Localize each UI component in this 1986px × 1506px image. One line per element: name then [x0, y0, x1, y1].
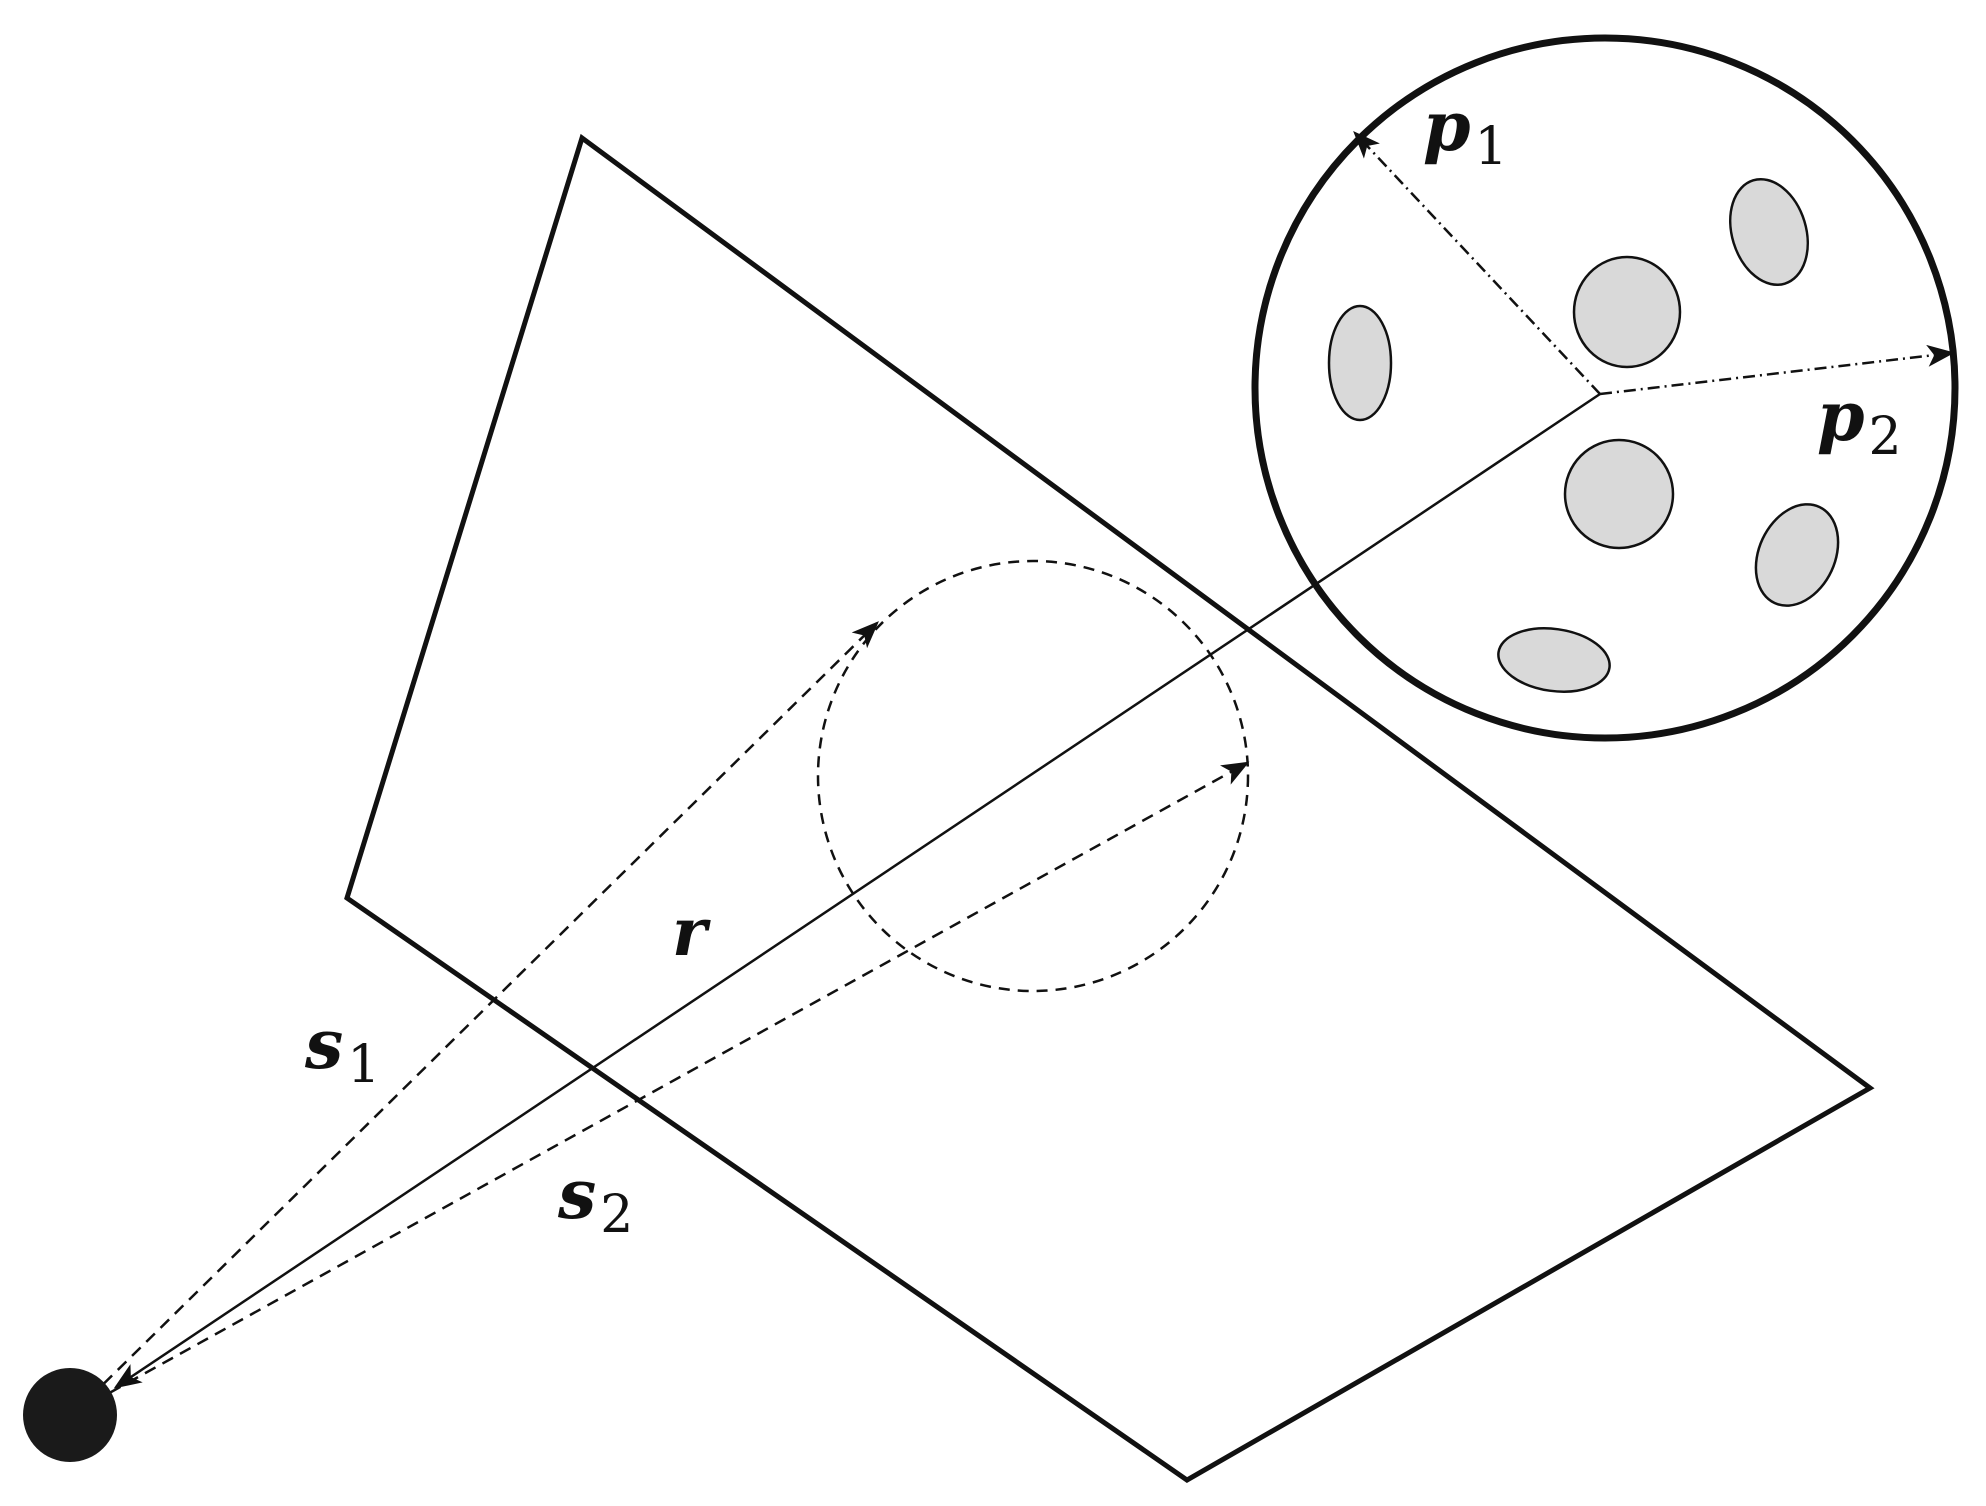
label-s1: s1	[304, 1005, 380, 1095]
dashed-ring	[816, 559, 1250, 993]
particle	[1327, 304, 1393, 422]
particle	[1572, 255, 1682, 369]
particle-group	[1327, 177, 1840, 693]
particle	[1754, 503, 1840, 607]
r-vector	[113, 392, 1601, 1389]
p2-arrow	[1599, 344, 1955, 396]
s1-vector	[74, 621, 879, 1413]
label-r: r	[672, 893, 711, 971]
label-p2: p2	[1817, 377, 1902, 467]
particle	[1563, 438, 1675, 550]
s2-vector	[74, 761, 1250, 1414]
p1-arrow	[1353, 130, 1601, 395]
label-s2: s2	[557, 1155, 633, 1245]
label-p1: p1	[1423, 87, 1508, 177]
particle	[1729, 177, 1809, 287]
source-dot-icon	[23, 1368, 117, 1462]
detector-plane	[344, 133, 1875, 1483]
particle	[1497, 627, 1611, 693]
